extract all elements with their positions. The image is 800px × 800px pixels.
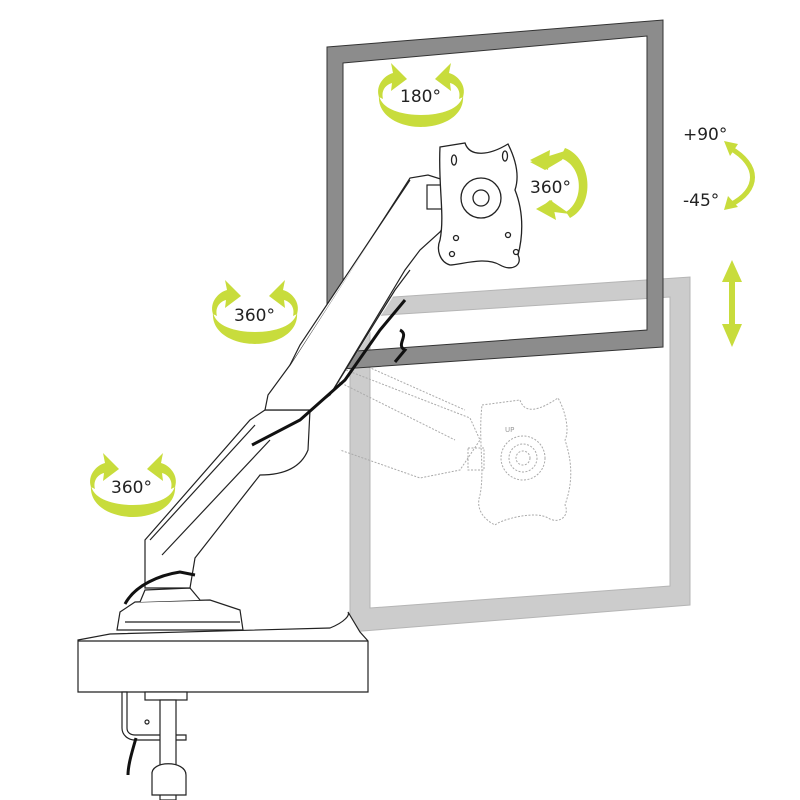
lower-monitor-frame <box>349 276 691 633</box>
desk <box>77 611 369 693</box>
vesa-up-marker: UP <box>505 426 514 434</box>
upper-arm <box>264 174 457 411</box>
tilt-down-label: -45° <box>683 191 720 211</box>
base-rotation-label: 360° <box>111 478 152 498</box>
elbow-rotation-label: 360° <box>234 306 275 326</box>
upper-monitor-frame <box>326 19 664 371</box>
ghost-arm-position <box>319 349 572 526</box>
cable-upper <box>123 299 408 605</box>
swivel-label: 180° <box>400 87 441 107</box>
height-adjust-arrow-icon <box>722 260 742 347</box>
lower-arm <box>144 409 311 589</box>
vesa-rotation-label: 360° <box>530 178 571 198</box>
tilt-up-label: +90° <box>683 125 728 145</box>
vesa-plate <box>437 142 523 269</box>
desk-clamp <box>121 691 188 800</box>
tilt-arrow-icon <box>724 141 755 210</box>
vesa-rotation-arrows-icon <box>530 148 588 220</box>
arm-base <box>116 587 244 631</box>
cable-lower <box>126 737 138 776</box>
